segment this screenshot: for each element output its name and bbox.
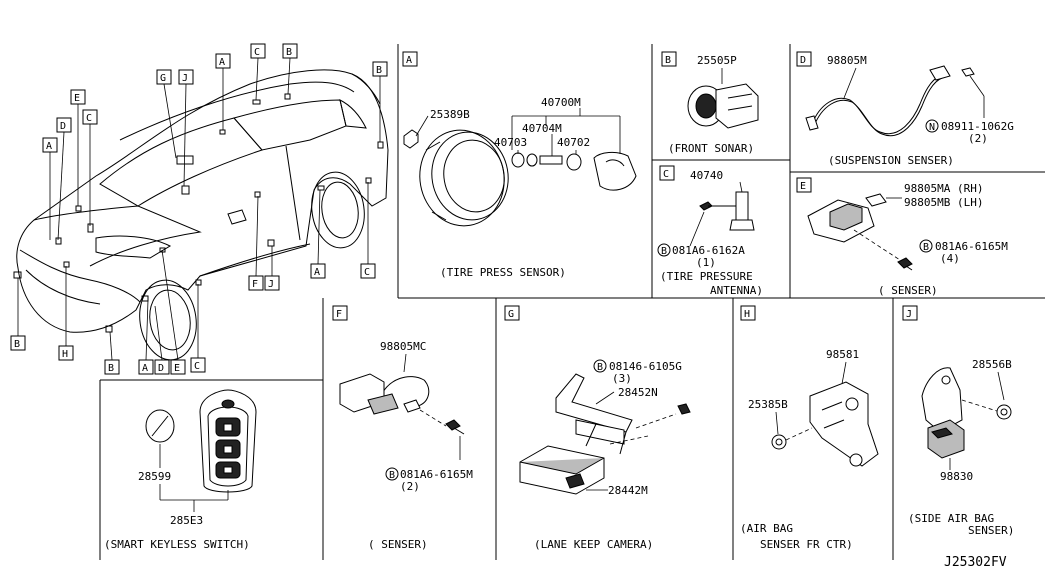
panel-b-letter: B <box>665 55 671 66</box>
bolt-type-b-icon: B <box>923 242 929 253</box>
panel-c-letter: C <box>663 169 669 180</box>
callout-J: J <box>268 279 274 290</box>
callout-B: B <box>14 339 20 350</box>
callout-J: J <box>182 73 188 84</box>
part-40700m: 40700M <box>541 96 581 109</box>
panel-e-bolt-qty: (4) <box>940 252 960 265</box>
callout-H: H <box>62 349 68 360</box>
part-98805m: 98805M <box>827 54 867 67</box>
callout-A: A <box>314 267 320 278</box>
panel-b-front-sonar: B 25505P (FRONT SONAR) <box>661 51 759 155</box>
panel-a-tire-press-sensor: A 25389B 40700M 40704M 40703 40702 (TIRE… <box>402 51 637 279</box>
part-40703: 40703 <box>494 136 527 149</box>
panel-h-caption-2: SENSER FR CTR) <box>760 538 853 551</box>
callout-D: D <box>158 363 164 374</box>
panel-c-bolt-qty: (1) <box>696 256 716 269</box>
callout-D: D <box>60 121 66 132</box>
panel-f-caption: ( SENSER) <box>368 538 428 551</box>
part-98805mb: 98805MB (LH) <box>904 196 983 209</box>
panel-j-side-air-bag-senser: J 28556B 98830 (SIDE AIR BAG SENSER) <box>902 305 1014 537</box>
callout-A: A <box>219 57 225 68</box>
vehicle-callouts: A D E C G J A C B B F J A C B H B A D E … <box>10 43 388 375</box>
panel-f-senser: F 98805MC B 081A6-6165M (2) ( SENSER) <box>332 305 473 551</box>
panel-e-senser: E 98805MA (RH) 98805MB (LH) B 081A6-6165… <box>796 177 1008 297</box>
callout-C: C <box>254 47 260 58</box>
callout-E: E <box>74 93 80 104</box>
panel-d-caption: (SUSPENSION SENSER) <box>828 154 954 167</box>
part-285e3: 285E3 <box>170 514 203 527</box>
panel-g-letter: G <box>508 309 514 320</box>
panel-g-bolt-code: 08146-6105G <box>609 360 682 373</box>
panel-d-nut-code: 08911-1062G <box>941 120 1014 133</box>
callout-E: E <box>174 363 180 374</box>
callout-G: G <box>160 73 166 84</box>
panel-j-caption-2: SENSER) <box>968 524 1014 537</box>
part-25389b: 25389B <box>430 108 470 121</box>
panel-c-caption-2: ANTENNA) <box>710 284 763 297</box>
panel-f-letter: F <box>336 309 342 320</box>
part-98581: 98581 <box>826 348 859 361</box>
panel-c-caption-1: (TIRE PRESSURE <box>660 270 753 283</box>
panel-c-tire-pressure-antenna: C 40740 B 081A6-6162A (1) (TIRE PRESSURE… <box>657 165 763 297</box>
drawing-code: J25302FV <box>944 555 1007 570</box>
part-25505p: 25505P <box>697 54 737 67</box>
callout-B: B <box>108 363 114 374</box>
panel-a-caption: (TIRE PRESS SENSOR) <box>440 266 566 279</box>
bolt-type-b-icon: B <box>389 470 395 481</box>
vehicle-illustration <box>13 69 389 361</box>
panel-h-letter: H <box>744 309 750 320</box>
nut-type-n-icon: N <box>929 122 935 133</box>
bolt-type-b-icon: B <box>597 362 603 373</box>
part-28556b: 28556B <box>972 358 1012 371</box>
callout-A: A <box>142 363 148 374</box>
part-28442m: 28442M <box>608 484 648 497</box>
panel-b-caption: (FRONT SONAR) <box>668 142 754 155</box>
panel-g-bolt-qty: (3) <box>612 372 632 385</box>
part-98805ma: 98805MA (RH) <box>904 182 983 195</box>
callout-F: F <box>252 279 258 290</box>
panel-d-letter: D <box>800 55 806 66</box>
panel-frames <box>99 44 1045 560</box>
panel-f-bolt-code: 081A6-6165M <box>400 468 473 481</box>
panel-j-caption-1: (SIDE AIR BAG <box>908 512 994 525</box>
panel-g-lane-keep-camera: G B 08146-6105G (3) 28452N 28442M (LANE … <box>504 305 691 551</box>
callout-C: C <box>364 267 370 278</box>
panel-d-suspension-senser: D 98805M N 08911-1062G (2) (SUSPENSION S… <box>796 51 1014 167</box>
callout-C: C <box>194 361 200 372</box>
panel-j-letter: J <box>906 309 912 320</box>
panel-c-bolt-code: 081A6-6162A <box>672 244 745 257</box>
callout-C: C <box>86 113 92 124</box>
part-25385b: 25385B <box>748 398 788 411</box>
vehicle-leaders <box>17 57 381 361</box>
panel-a-letter: A <box>406 55 412 66</box>
panel-d-nut-qty: (2) <box>968 132 988 145</box>
panel-key-caption: (SMART KEYLESS SWITCH) <box>104 538 250 551</box>
panel-h-air-bag-senser: H 98581 25385B (AIR BAG SENSER FR CTR) <box>740 305 879 551</box>
callout-B: B <box>376 65 382 76</box>
panel-e-caption: ( SENSER) <box>878 284 938 297</box>
panel-f-bolt-qty: (2) <box>400 480 420 493</box>
bolt-type-b-icon: B <box>661 246 667 257</box>
panel-g-caption: (LANE KEEP CAMERA) <box>534 538 653 551</box>
panel-h-caption-1: (AIR BAG <box>740 522 793 535</box>
part-28599: 28599 <box>138 470 171 483</box>
panel-e-bolt-code: 081A6-6165M <box>935 240 1008 253</box>
part-98830: 98830 <box>940 470 973 483</box>
panel-smart-keyless-switch: 28599 285E3 (SMART KEYLESS SWITCH) <box>104 389 257 551</box>
callout-B: B <box>286 47 292 58</box>
callout-A: A <box>46 141 52 152</box>
panel-e-letter: E <box>800 181 806 192</box>
part-28452n: 28452N <box>618 386 658 399</box>
part-40740: 40740 <box>690 169 723 182</box>
part-40704m: 40704M <box>522 122 562 135</box>
part-40702: 40702 <box>557 136 590 149</box>
part-98805mc: 98805MC <box>380 340 426 353</box>
